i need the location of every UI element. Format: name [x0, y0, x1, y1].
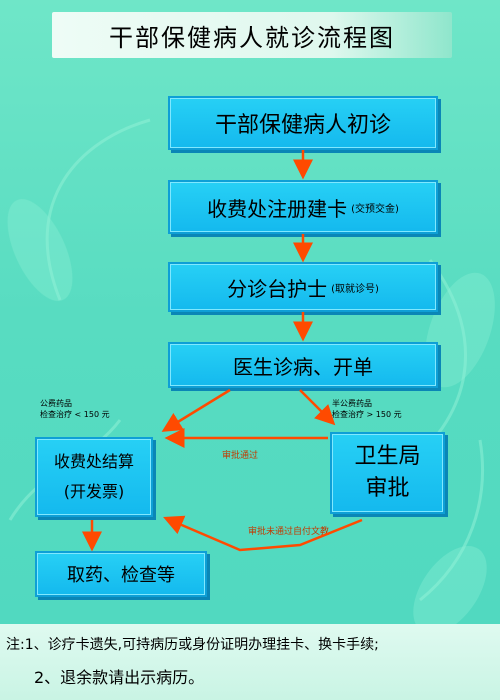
step-registration: 收费处注册建卡 (交预交金) — [168, 180, 438, 234]
step-pickup-label: 取药、检查等 — [67, 565, 175, 586]
step-doctor-label: 医生诊病、开单 — [233, 354, 373, 379]
page-title: 干部保健病人就诊流程图 — [52, 12, 452, 58]
label-public-drugs-line2: 检查治疗 < 150 元 — [40, 410, 110, 419]
step-doctor: 医生诊病、开单 — [168, 342, 438, 388]
step-billing: 收费处结算 (开发票) — [35, 437, 153, 517]
step-registration-note: (交预交金) — [351, 203, 399, 215]
label-not-approved: 审批未通过自付文教 — [248, 527, 330, 537]
notes-panel — [0, 624, 500, 700]
step-pickup: 取药、检查等 — [35, 551, 207, 597]
label-approved: 审批通过 — [222, 451, 259, 461]
label-semi-public-drugs: 半公费药品 检查治疗 > 150 元 — [332, 398, 402, 420]
step-billing-line2: (开发票) — [63, 482, 125, 501]
note-2: 2、退余款请出示病历。 — [34, 668, 205, 687]
label-semi-public-drugs-line1: 半公费药品 — [332, 399, 372, 408]
step-registration-label: 收费处注册建卡 — [207, 196, 348, 221]
label-semi-public-drugs-line2: 检查治疗 > 150 元 — [332, 410, 402, 419]
label-public-drugs: 公费药品 检查治疗 < 150 元 — [40, 398, 110, 420]
note-1: 注:1、诊疗卡遗失,可持病历或身份证明办理挂卡、换卡手续; — [6, 637, 379, 653]
step-health-bureau-line2: 审批 — [365, 476, 410, 501]
step-health-bureau: 卫生局 审批 — [330, 432, 445, 514]
step-first-visit-label: 干部保健病人初诊 — [214, 113, 391, 138]
step-triage-note: (取就诊号) — [331, 283, 379, 295]
step-triage-label: 分诊台护士 — [227, 276, 328, 301]
step-health-bureau-line1: 卫生局 — [354, 444, 421, 469]
label-public-drugs-line1: 公费药品 — [40, 399, 72, 408]
step-first-visit: 干部保健病人初诊 — [168, 96, 438, 150]
step-billing-line1: 收费处结算 — [53, 452, 134, 471]
step-triage: 分诊台护士 (取就诊号) — [168, 262, 438, 312]
